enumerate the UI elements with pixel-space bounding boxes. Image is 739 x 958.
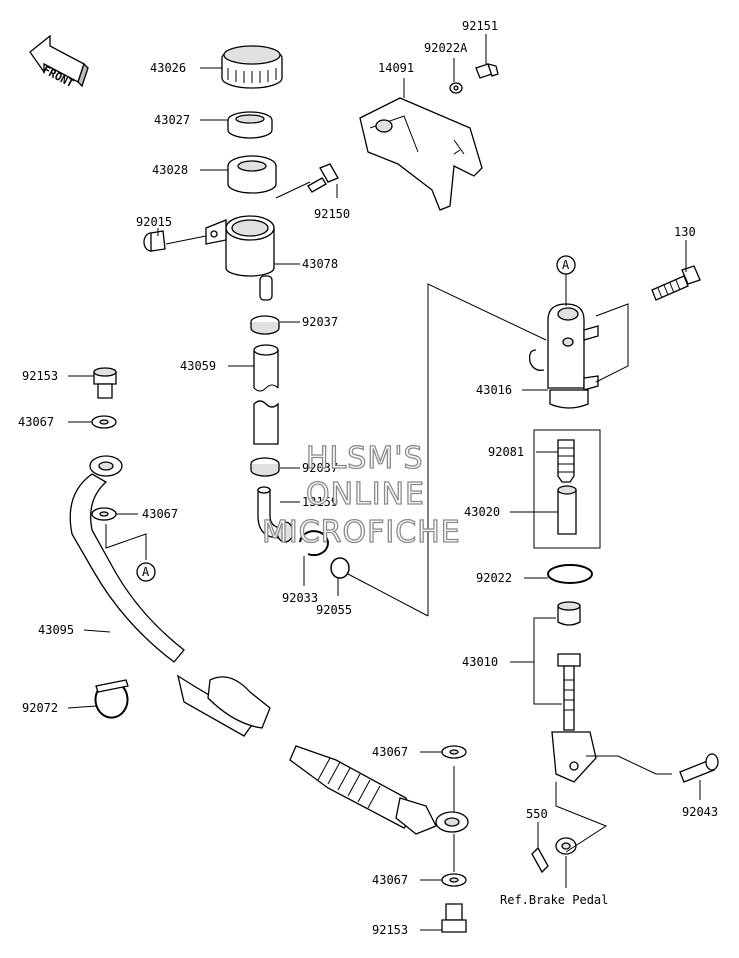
label-43095: 43095: [38, 623, 74, 637]
label-92022A: 92022A: [424, 41, 468, 55]
reference-a-right-marker: A: [556, 255, 576, 275]
hose-clamp-92072-part: [94, 679, 129, 719]
label-92081: 92081: [488, 445, 524, 459]
label-ref-brake-pedal: Ref.Brake Pedal: [500, 893, 608, 907]
bolt-130-part: [651, 265, 701, 301]
washer-92022A-part: [449, 82, 463, 94]
label-92153-lower: 92153: [372, 923, 408, 937]
diaphragm-plate-part: [227, 111, 273, 139]
circlip-92033-part: [299, 530, 329, 557]
circlip-92022-part: [547, 564, 593, 584]
label-130: 130: [674, 225, 696, 239]
banjo-fitting-upper-part: [89, 455, 123, 477]
label-43067-c: 43067: [372, 745, 408, 759]
label-43028: 43028: [152, 163, 188, 177]
cotter-pin-550-part: [531, 846, 549, 874]
washer-brake-pedal-part: [555, 837, 577, 855]
pushrod-43010-part: [551, 601, 597, 783]
label-43078: 43078: [302, 257, 338, 271]
leader-lines: [67, 34, 701, 931]
label-92015: 92015: [136, 215, 172, 229]
label-43067-b: 43067: [142, 507, 178, 521]
washer-43067-b-part: [91, 507, 117, 521]
washer-43067-c-part: [441, 745, 467, 759]
label-43027: 43027: [154, 113, 190, 127]
reservoir-cap-part: [221, 45, 283, 89]
label-92055: 92055: [316, 603, 352, 617]
banjo-bolt-92153-upper-part: [93, 367, 117, 399]
piston-43020-part: [557, 485, 577, 535]
label-550: 550: [526, 807, 548, 821]
elbow-fitting-13159-part: [257, 486, 294, 543]
part-labels: 43026 43027 43028 92150 92015 43078 9203…: [18, 19, 718, 937]
bushing-92015-part: [143, 230, 166, 252]
label-43026: 43026: [150, 61, 186, 75]
clamp-92037-upper-part: [250, 315, 280, 335]
label-92151: 92151: [462, 19, 498, 33]
reference-a-left-marker: A: [136, 562, 156, 582]
label-92033: 92033: [282, 591, 318, 605]
label-92153-upper: 92153: [22, 369, 58, 383]
front-arrow-icon: FRONT: [29, 34, 89, 90]
label-43067-d: 43067: [372, 873, 408, 887]
label-92037-upper: 92037: [302, 315, 338, 329]
reference-a-right-label: A: [562, 258, 570, 272]
washer-43067-d-part: [441, 873, 467, 887]
o-ring-92055-part: [330, 557, 350, 579]
screw-92150-part: [307, 163, 339, 193]
watermark-line-2: ONLINE: [306, 477, 425, 512]
label-43067-a: 43067: [18, 415, 54, 429]
watermark-line-3: MICROFICHE: [262, 515, 461, 550]
label-43020: 43020: [464, 505, 500, 519]
reservoir-tank-part: [205, 215, 275, 301]
label-14091: 14091: [378, 61, 414, 75]
watermark-line-1: HLSM'S: [306, 441, 424, 476]
label-92150: 92150: [314, 207, 350, 221]
label-92072: 92072: [22, 701, 58, 715]
hose-43059-part: [253, 344, 279, 445]
banjo-fitting-lower-part: [435, 811, 469, 833]
bolt-92151-part: [475, 63, 499, 79]
washer-43067-a-part: [91, 415, 117, 429]
diaphragm-part: [227, 155, 277, 194]
label-43059: 43059: [180, 359, 216, 373]
label-43010: 43010: [462, 655, 498, 669]
master-cylinder-43016-part: [528, 303, 599, 409]
label-43016: 43016: [476, 383, 512, 397]
kit-43020-box: [533, 429, 601, 549]
banjo-bolt-92153-lower-part: [441, 903, 467, 933]
reference-a-left-label: A: [142, 565, 150, 579]
watermark: HLSM'S ONLINE MICROFICHE: [261, 440, 461, 550]
brake-hose-43095-part: [69, 473, 437, 835]
pin-92043-part: [679, 753, 719, 783]
label-92037-lower: 92037: [302, 461, 338, 475]
clamp-92037-lower-part: [250, 457, 280, 477]
label-92022: 92022: [476, 571, 512, 585]
piston-spring-92081-part: [557, 439, 575, 483]
label-92043: 92043: [682, 805, 718, 819]
cover-14091-part: [359, 97, 483, 211]
label-13159: 13159: [302, 495, 338, 509]
